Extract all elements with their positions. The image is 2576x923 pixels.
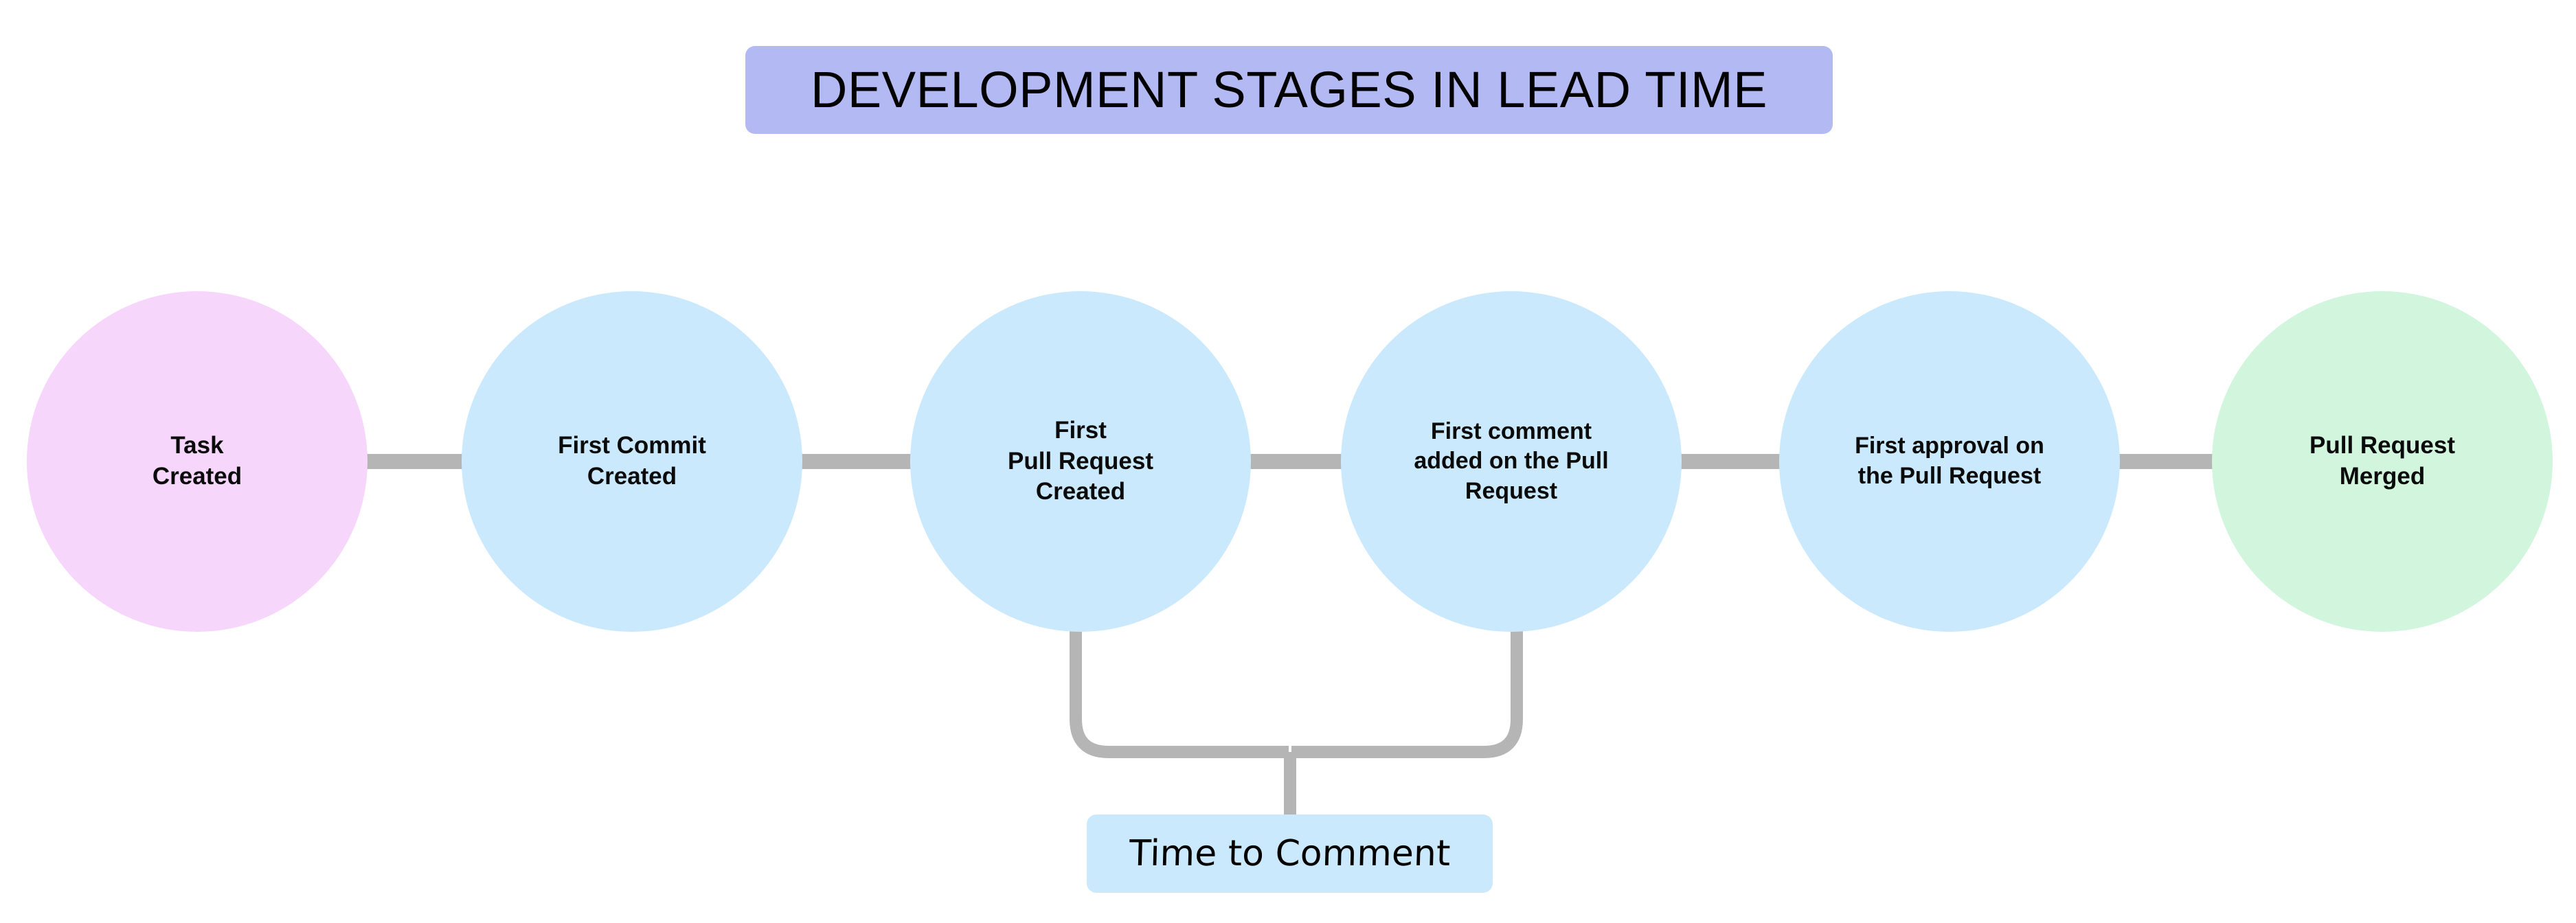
node-first-pull-request-created[interactable]: First Pull Request Created (910, 291, 1251, 632)
node-first-comment-on-pull-request[interactable]: First comment added on the Pull Request (1341, 291, 1682, 632)
node-label: First approval on the Pull Request (1855, 433, 2044, 489)
annotation-label: Time to Comment (1129, 833, 1451, 874)
node-first-approval-on-pull-request[interactable]: First approval on the Pull Request (1779, 291, 2120, 632)
node-pull-request-merged[interactable]: Pull Request Merged (2212, 291, 2553, 632)
bracket-right-arm (1291, 629, 1523, 758)
page-title: DEVELOPMENT STAGES IN LEAD TIME (810, 61, 1768, 118)
node-label: First Commit Created (558, 432, 706, 490)
node-first-commit-created[interactable]: First Commit Created (462, 291, 802, 632)
node-label: First comment added on the Pull Request (1414, 418, 1609, 504)
diagram-title-banner: DEVELOPMENT STAGES IN LEAD TIME (745, 46, 1833, 134)
node-label: First Pull Request Created (1008, 416, 1153, 505)
node-label: Pull Request Merged (2309, 432, 2455, 490)
node-task-created[interactable]: Task Created (27, 291, 368, 632)
bracket-left-arm (1070, 629, 1289, 758)
node-label: Task Created (152, 432, 242, 490)
annotation-time-to-comment[interactable]: Time to Comment (1087, 814, 1493, 893)
